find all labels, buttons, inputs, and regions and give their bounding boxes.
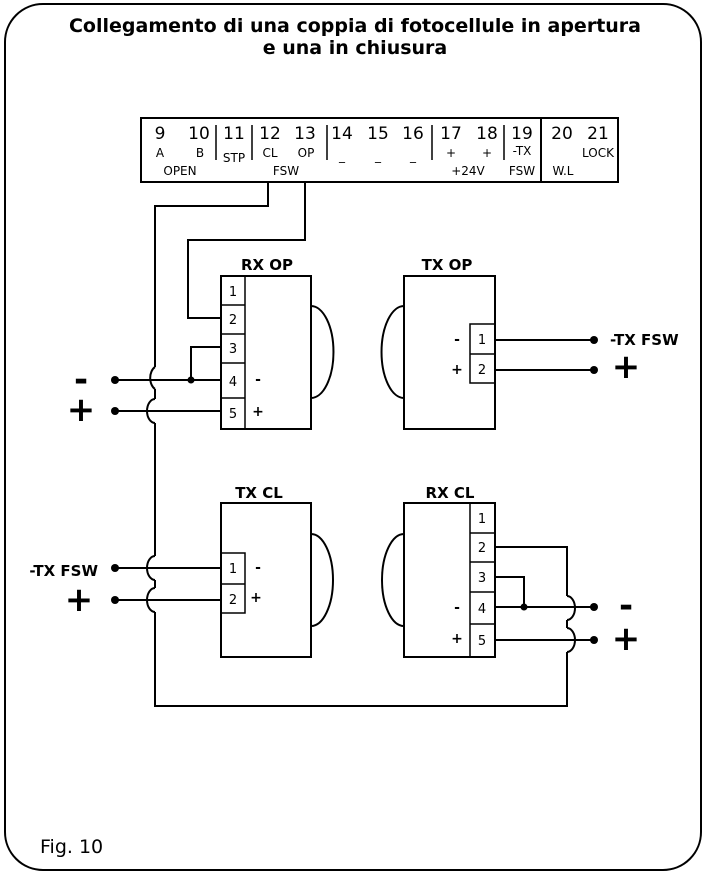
terminal-21-label: LOCK (582, 146, 615, 160)
tx-op-sign-plus: + (451, 362, 463, 378)
terminal-17: 17 (440, 124, 462, 144)
terminal-13-label: OP (298, 146, 315, 160)
tx-op-transmitter: 1 2 - + TX OP (380, 256, 496, 430)
rx-cl-pin-1: 1 (478, 512, 486, 527)
terminal-21: 21 (587, 124, 609, 144)
supply-minus-left: - (74, 360, 88, 400)
terminal-16: 16 (402, 124, 424, 144)
rx-op-label: RX OP (241, 256, 293, 274)
figure-label: Fig. 10 (40, 836, 103, 858)
terminal-12: 12 (259, 124, 281, 144)
terminal-14-label: _ (338, 149, 346, 163)
terminal-18-label: + (482, 146, 492, 160)
terminal-20: 20 (551, 124, 573, 144)
title-line-2: e una in chiusura (263, 37, 448, 59)
terminal-19: 19 (511, 124, 533, 144)
rx-cl-sign-plus: + (451, 631, 463, 647)
rx-cl-pin-4: 4 (478, 602, 486, 617)
rx-op-pin-2: 2 (229, 313, 237, 328)
rx-cl-label: RX CL (426, 484, 475, 502)
rx-cl-pin-2: 2 (478, 541, 486, 556)
terminal-16-label: _ (409, 149, 417, 163)
rx-cl-sign-minus: - (454, 600, 460, 616)
supply-plus-right-bottom: + (612, 619, 641, 659)
terminal-10: 10 (188, 124, 210, 144)
terminal-9-label: A (156, 146, 165, 160)
group-24v: +24V (451, 164, 485, 178)
terminal-15: 15 (367, 124, 389, 144)
group-open: OPEN (163, 164, 196, 178)
rx-cl-receiver: 1 2 3 4 5 - + RX CL (381, 484, 496, 658)
tx-cl-pin-1: 1 (229, 562, 237, 577)
wires (115, 182, 594, 707)
supply-plus-right-top: + (612, 347, 641, 387)
tx-op-sign-minus: - (454, 332, 460, 348)
tx-fsw-left-label: -TX FSW (29, 562, 98, 580)
supply-minus-right-bottom: - (619, 586, 633, 626)
terminal-18: 18 (476, 124, 498, 144)
terminal-13: 13 (294, 124, 316, 144)
tx-cl-transmitter: 1 2 - + TX CL (220, 484, 334, 658)
terminal-14: 14 (331, 124, 353, 144)
terminal-11: 11 (223, 124, 245, 144)
rx-op-pin-5: 5 (229, 407, 237, 422)
terminal-15-label: _ (374, 149, 382, 163)
rx-op-pin-1: 1 (229, 285, 237, 300)
rx-op-pin-3: 3 (229, 342, 237, 357)
tx-cl-sign-minus: - (255, 560, 261, 576)
group-wl: W.L (553, 164, 574, 178)
rx-cl-pin-3: 3 (478, 571, 486, 586)
supply-plus-left-mid: + (65, 580, 94, 620)
group-fsw: FSW (273, 164, 299, 178)
terminal-12-label: CL (262, 146, 277, 160)
tx-fsw-right-label: -TX FSW (610, 331, 679, 349)
terminal-11-label: STP (223, 151, 245, 165)
tx-cl-sign-plus: + (250, 590, 262, 606)
terminal-9: 9 (155, 124, 166, 144)
rx-cl-pin-5: 5 (478, 634, 486, 649)
title-line-1: Collegamento di una coppia di fotocellul… (69, 15, 641, 37)
rx-op-receiver: 1 2 3 4 5 - + RX OP (220, 256, 335, 430)
supply-plus-left: + (67, 390, 96, 430)
tx-cl-pin-2: 2 (229, 593, 237, 608)
tx-op-label: TX OP (422, 256, 473, 274)
tx-op-pin-1: 1 (478, 333, 486, 348)
rx-op-pin-4: 4 (229, 375, 237, 390)
terminal-19-label: -TX (513, 144, 532, 158)
tx-cl-label: TX CL (235, 484, 283, 502)
rx-op-sign-minus: - (255, 372, 261, 388)
page-frame (4, 3, 702, 871)
terminal-strip: 9 10 11 12 13 14 15 16 17 18 19 20 21 A … (140, 117, 619, 183)
terminal-17-label: + (446, 146, 456, 160)
terminal-10-label: B (196, 146, 204, 160)
tx-op-pin-2: 2 (478, 363, 486, 378)
rx-op-sign-plus: + (252, 404, 264, 420)
group-fsw-19: FSW (509, 164, 535, 178)
